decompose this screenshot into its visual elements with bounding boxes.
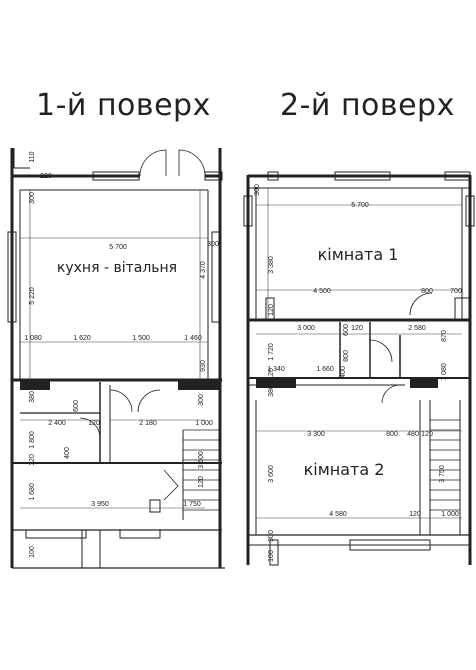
dimension-label: 1 000 <box>441 511 459 518</box>
dimension-label: 100 <box>29 546 36 558</box>
dimension-label: 1 750 <box>183 501 201 508</box>
dimension-label: 3 000 <box>297 325 315 332</box>
room-label-bedroom-2: кімната 2 <box>304 460 385 479</box>
window <box>444 171 471 181</box>
dimension-label: 120 <box>409 511 421 518</box>
dimension-label: 400 <box>64 447 71 459</box>
post <box>149 499 161 513</box>
window <box>119 529 161 539</box>
stair-arrow <box>163 469 179 501</box>
dimension-label: 1 660 <box>316 366 334 373</box>
dimension-label: 3 380 <box>268 256 275 274</box>
dimension-label: 600 <box>343 324 350 336</box>
column <box>178 380 220 390</box>
window <box>349 539 431 551</box>
door-swing <box>109 389 133 413</box>
dimension-label: 4 370 <box>200 261 207 279</box>
room-label-bedroom-1: кімната 1 <box>318 245 399 264</box>
dimension-label: 120 <box>198 476 205 488</box>
floor-2-title: 2-й поверх <box>280 88 455 123</box>
dimension-label: 220 <box>40 173 52 180</box>
dimension-label: 3 300 <box>307 431 325 438</box>
window <box>7 231 17 323</box>
dimension-label: 480 <box>407 431 419 438</box>
dimension-label: 1 460 <box>184 335 202 342</box>
floor-1-title: 1-й поверх <box>36 88 211 123</box>
door-swing <box>369 339 393 363</box>
dimension-label: 3 950 <box>91 501 109 508</box>
window <box>465 195 475 227</box>
window <box>211 231 221 323</box>
dimension-label: 300 <box>254 184 261 196</box>
window <box>265 297 275 321</box>
column <box>20 380 50 390</box>
dimension-label: 1 720 <box>268 343 275 361</box>
dimension-label: 100 <box>268 550 275 562</box>
window <box>92 171 140 181</box>
dimension-label: 1 680 <box>29 483 36 501</box>
column <box>410 378 438 388</box>
door-swing <box>137 389 161 413</box>
dimension-label: 1 800 <box>29 431 36 449</box>
window <box>243 195 253 227</box>
door-swing <box>381 384 401 404</box>
dimension-label: 4 500 <box>313 288 331 295</box>
door-swing <box>178 149 206 177</box>
dimension-label: 380 <box>29 391 36 403</box>
dimension-label: 800 <box>343 350 350 362</box>
dimension-label: 2 180 <box>139 420 157 427</box>
window <box>454 297 471 321</box>
dimension-label: 3 600 <box>268 465 275 483</box>
window <box>269 539 279 566</box>
dimension-label: 3 750 <box>439 465 446 483</box>
door-swing <box>409 292 433 316</box>
dimension-label: 1 340 <box>267 366 285 373</box>
dimension-label: 400 <box>340 366 347 378</box>
dimension-label: 120 <box>268 368 275 380</box>
dimension-label: 120 <box>29 454 36 466</box>
dimension-label: 5 220 <box>29 287 36 305</box>
dimension-label: 800 <box>386 431 398 438</box>
dimension-label: 380 <box>268 385 275 397</box>
dimension-label: 3 600 <box>198 451 205 469</box>
dimension-label: 120 <box>351 325 363 332</box>
dimension-label: 300 <box>29 192 36 204</box>
column <box>256 378 296 388</box>
dimension-label: 120 <box>268 304 275 316</box>
door-swing <box>79 417 101 439</box>
dimension-label: 870 <box>441 330 448 342</box>
dimension-label: 110 <box>29 151 36 162</box>
dimension-label: 600 <box>73 400 80 412</box>
dimension-label: 700 <box>450 288 462 295</box>
dimension-label: 5 700 <box>351 202 369 209</box>
window <box>25 529 87 539</box>
dimension-label: 2 400 <box>48 420 66 427</box>
dimension-label: 120 <box>421 431 433 438</box>
dimension-label: 1 000 <box>195 420 213 427</box>
dimension-label: 1 620 <box>73 335 91 342</box>
door-swing <box>139 149 167 177</box>
dimension-label: 1 080 <box>441 363 448 381</box>
dimension-label: 300 <box>207 241 219 248</box>
dimension-label: 300 <box>268 530 275 542</box>
window <box>334 171 391 181</box>
dimension-label: 120 <box>88 420 100 427</box>
dimension-label: 1 500 <box>132 335 150 342</box>
room-label-kitchen-living: кухня - вітальня <box>57 260 177 276</box>
dimension-label: 930 <box>200 360 207 372</box>
dimension-label: 2 580 <box>408 325 426 332</box>
dimension-label: 300 <box>198 394 205 406</box>
dimension-label: 4 580 <box>329 511 347 518</box>
dimension-label: 5 700 <box>109 244 127 251</box>
window <box>267 171 279 181</box>
dimension-label: 800 <box>421 288 433 295</box>
dimension-label: 1 080 <box>24 335 42 342</box>
